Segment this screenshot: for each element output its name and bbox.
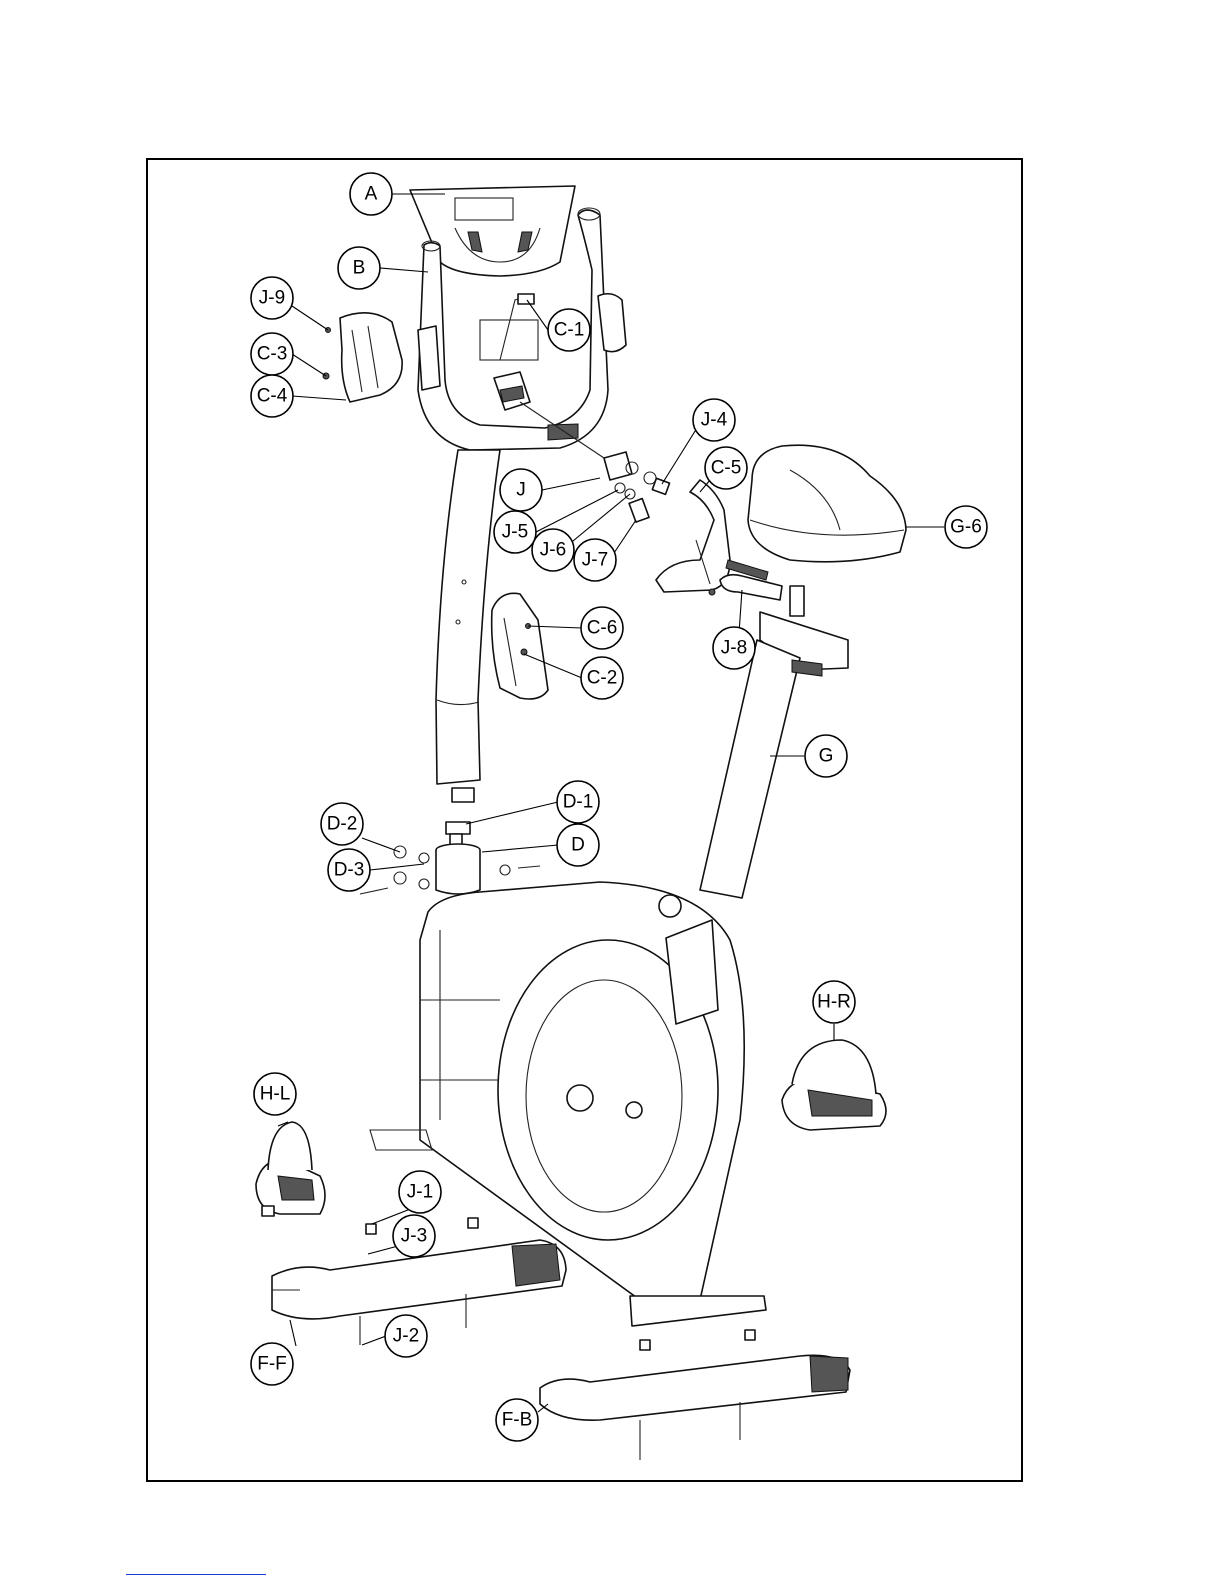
callout-j-4: J-4	[693, 399, 735, 441]
callout-label: H-R	[817, 992, 851, 1013]
pedal-right-h-r	[782, 1040, 886, 1130]
neck-part-d	[360, 822, 540, 894]
callout-c-4: C-4	[251, 375, 293, 417]
callout-d-2: D-2	[321, 803, 363, 845]
handlebar-cover-left	[323, 313, 402, 402]
callout-label: D-3	[334, 860, 365, 881]
callout-j-6: J-6	[532, 529, 574, 571]
callout-label: J-2	[393, 1326, 419, 1347]
callout-j-1: J-1	[399, 1171, 441, 1213]
callout-g-6: G-6	[945, 506, 987, 548]
callout-label: C-6	[587, 618, 618, 639]
callout-label: D-1	[563, 792, 594, 813]
upright-tube	[436, 450, 500, 802]
callout-label: D-2	[327, 814, 358, 835]
callout-d-3: D-3	[328, 849, 370, 891]
callout-j-5: J-5	[494, 511, 536, 553]
callout-j-7: J-7	[574, 539, 616, 581]
callout-d-1: D-1	[557, 781, 599, 823]
callout-label: G	[819, 746, 834, 767]
callout-label: D	[571, 835, 585, 856]
callout-j-2: J-2	[385, 1315, 427, 1357]
callout-label: F-F	[257, 1354, 287, 1375]
callout-f-b: F-B	[496, 1399, 538, 1441]
callout-label: J-6	[540, 540, 566, 561]
callout-d: D	[557, 824, 599, 866]
pedal-left-h-l	[256, 1122, 325, 1216]
callout-h-r: H-R	[813, 981, 855, 1023]
callout-label: G-6	[950, 517, 982, 538]
callout-label: J	[516, 480, 526, 501]
seat-part-g-6	[748, 445, 906, 562]
callout-j: J	[500, 469, 542, 511]
callout-a: A	[350, 173, 392, 215]
callout-label: J-5	[502, 522, 528, 543]
callout-g: G	[805, 735, 847, 777]
callout-f-f: F-F	[251, 1343, 293, 1385]
callout-label: J-4	[701, 410, 728, 431]
rear-stabilizer-f-b	[540, 1330, 850, 1460]
callout-j-9: J-9	[251, 277, 293, 319]
callout-j-8: J-8	[713, 627, 755, 669]
callout-c-3: C-3	[251, 333, 293, 375]
callout-j-3: J-3	[393, 1215, 435, 1257]
callout-label: J-9	[259, 288, 285, 309]
callout-label: J-8	[721, 638, 747, 659]
footer-underline	[126, 1574, 266, 1575]
callout-c-5: C-5	[705, 447, 747, 489]
callout-b: B	[338, 247, 380, 289]
callout-c-2: C-2	[581, 657, 623, 699]
callout-label: A	[365, 184, 378, 205]
callout-label: H-L	[260, 1084, 291, 1105]
callout-label: C-3	[257, 344, 288, 365]
callout-label: J-1	[407, 1182, 433, 1203]
callout-c-1: C-1	[548, 309, 590, 351]
callout-label: J-3	[401, 1226, 427, 1247]
callout-label: C-5	[711, 458, 742, 479]
callout-label: C-4	[257, 386, 288, 407]
callout-label: C-1	[554, 320, 585, 341]
callout-label: C-2	[587, 668, 618, 689]
callout-label: F-B	[502, 1410, 533, 1431]
callout-c-6: C-6	[581, 607, 623, 649]
callout-h-l: H-L	[254, 1073, 296, 1115]
callout-label: B	[353, 258, 366, 279]
seat-post-part-g	[700, 640, 822, 898]
callout-label: J-7	[582, 550, 608, 571]
